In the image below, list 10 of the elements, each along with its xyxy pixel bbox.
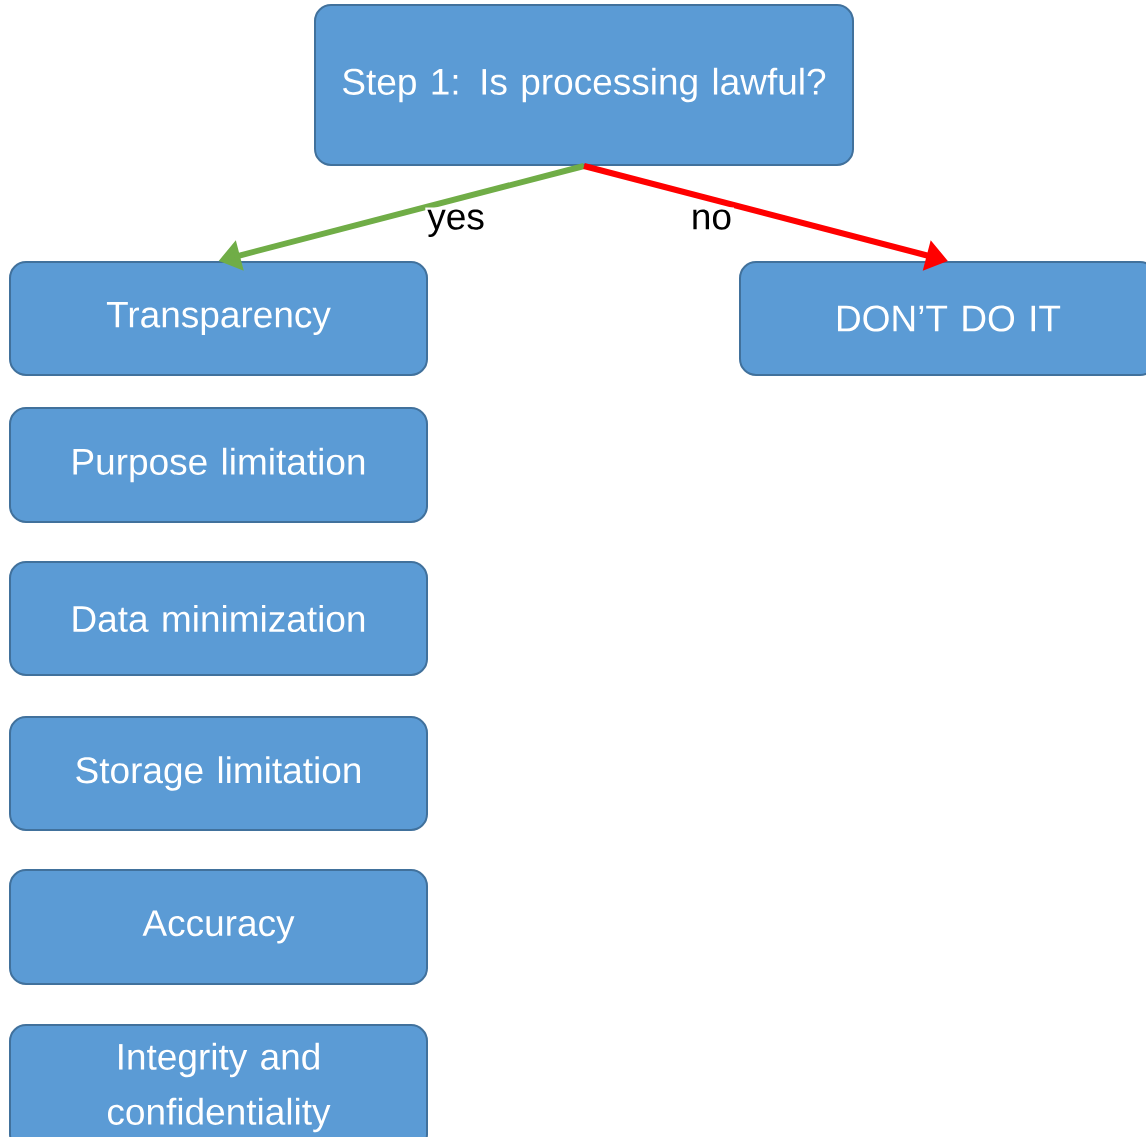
process-box: Step 1: Is processing lawful?	[314, 4, 854, 166]
process-box: Data minimization	[9, 561, 428, 676]
process-box: Storage limitation	[9, 716, 428, 831]
process-box: Purpose limitation	[9, 407, 428, 523]
edge-label: yes	[427, 209, 484, 238]
edge-label: no	[693, 209, 731, 230]
process-box: DON’T DO IT	[739, 261, 1146, 376]
process-box: Integrity and confidentiality	[9, 1024, 428, 1137]
process-box: Transparency	[9, 261, 428, 376]
process-box: Accuracy	[9, 869, 428, 985]
